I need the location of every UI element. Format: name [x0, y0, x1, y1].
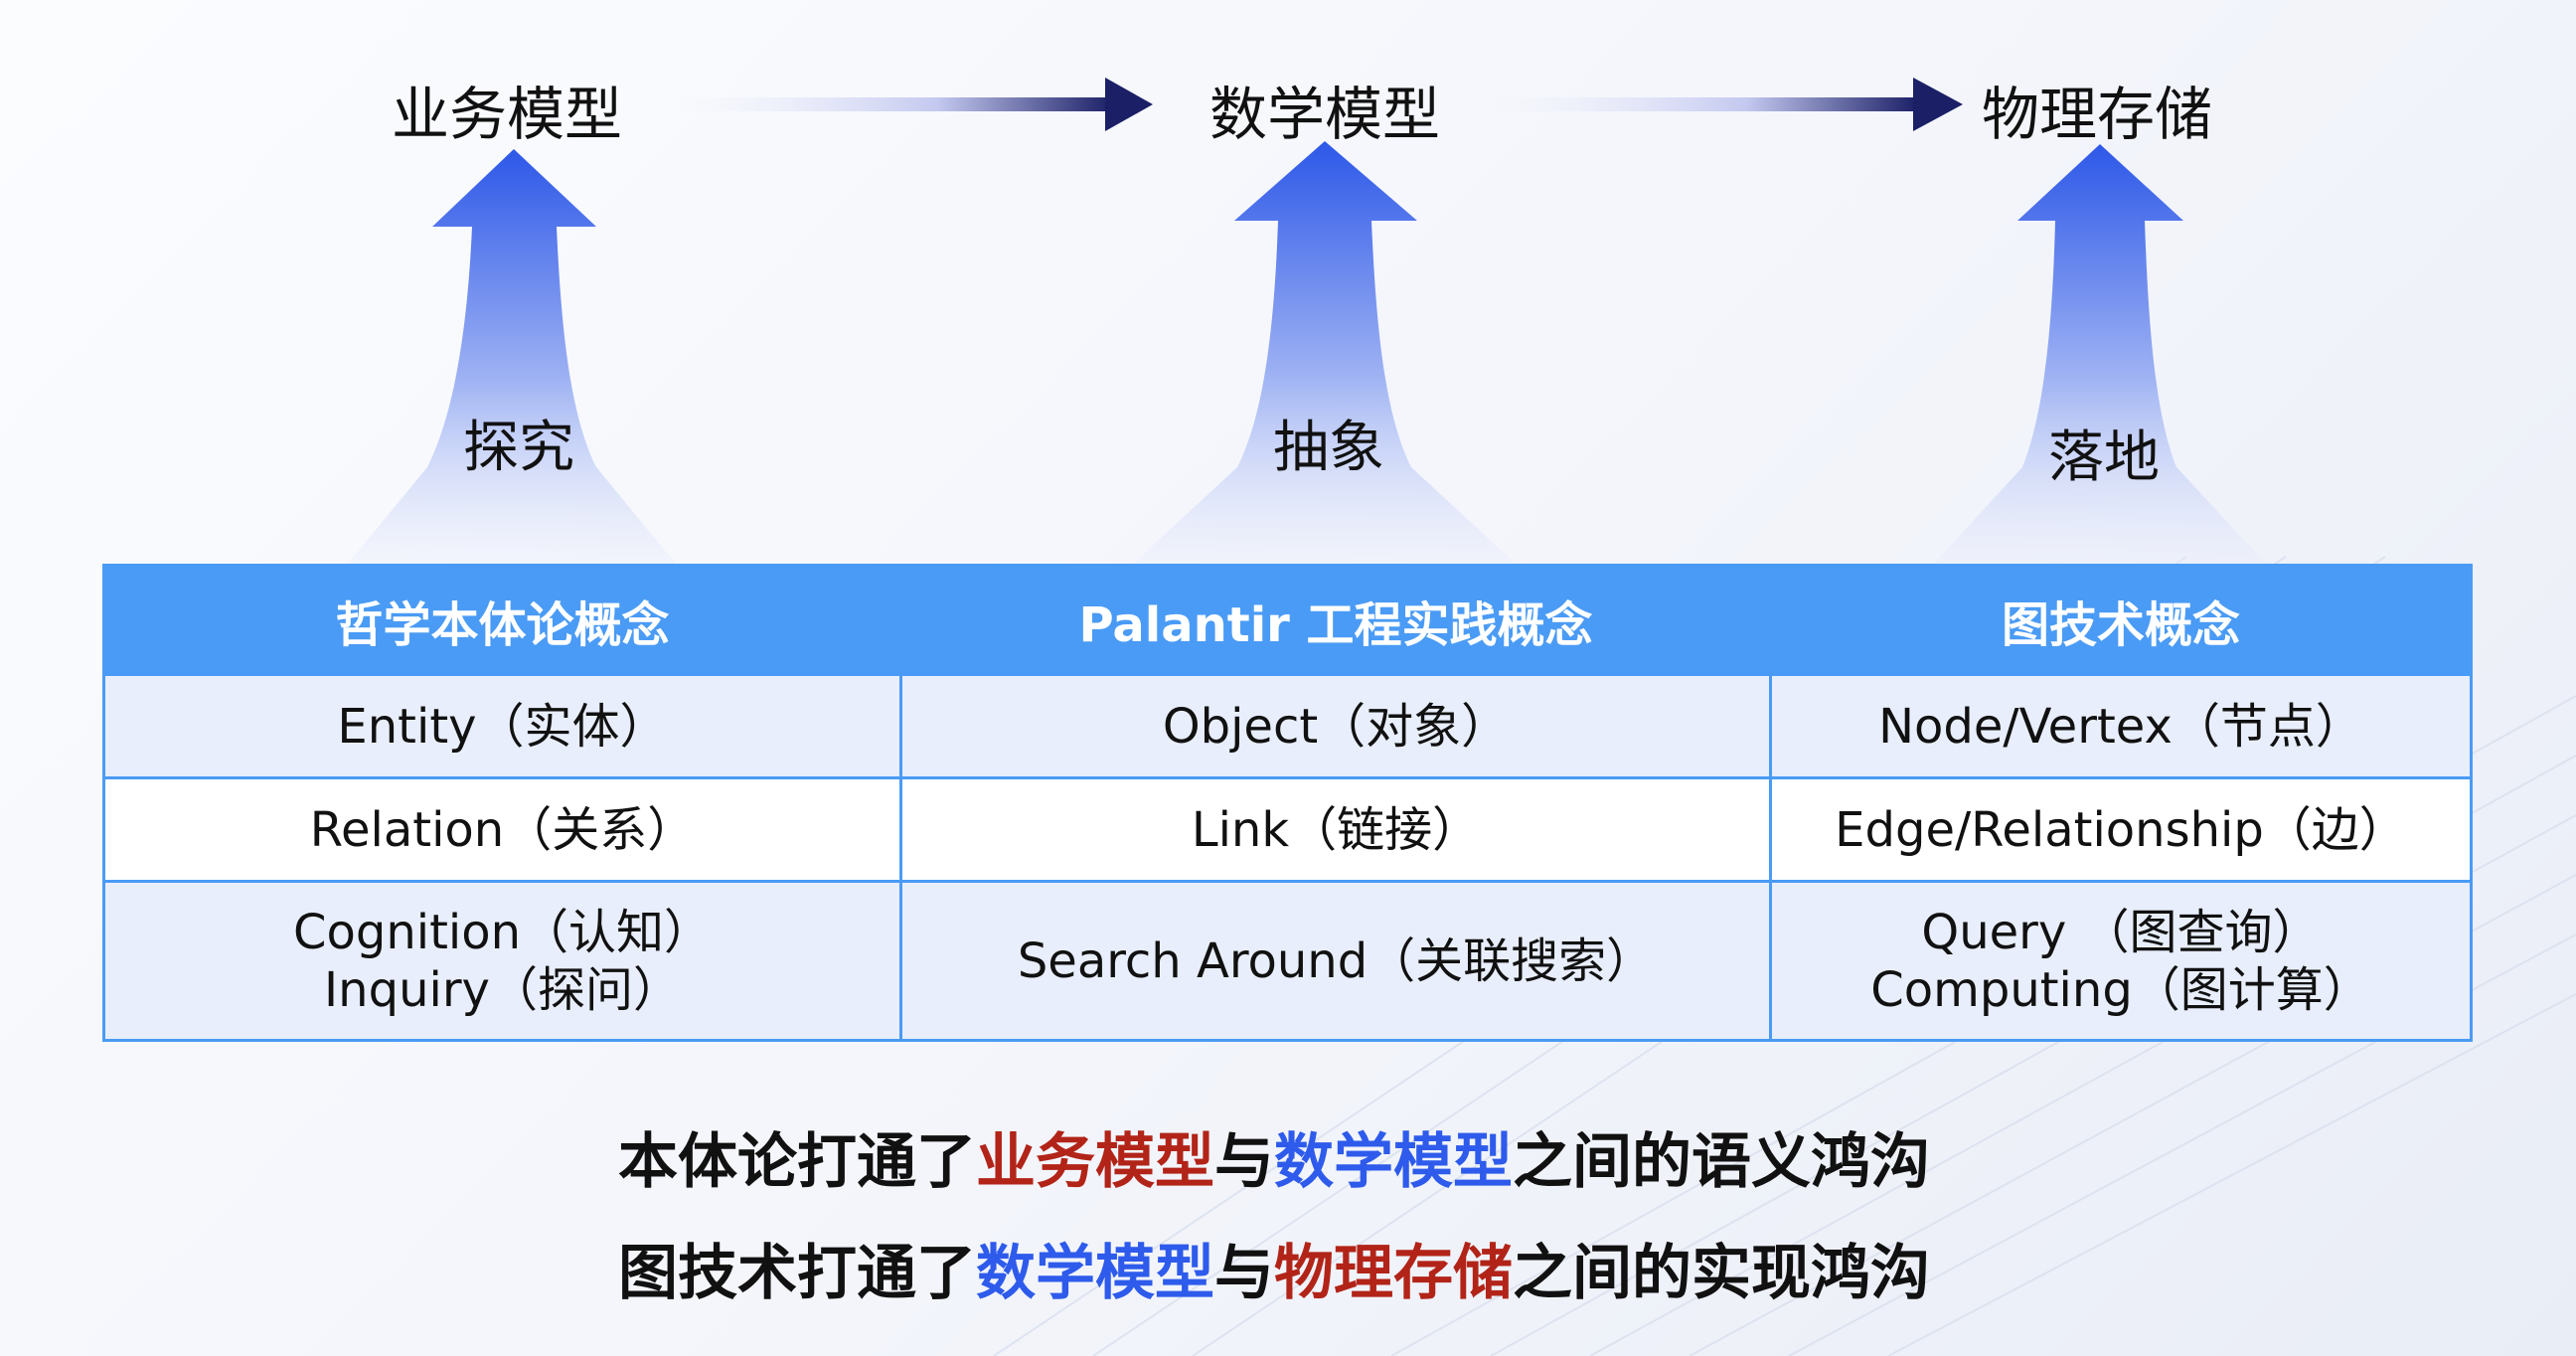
concept-table: 哲学本体论概念 Palantir 工程实践概念 图技术概念 Entity（实体）… [102, 564, 2473, 1042]
table-cell: Relation（关系） [102, 776, 902, 883]
flow-arrow-1 [676, 78, 1153, 131]
table-cell: Search Around（关联搜索） [899, 880, 1772, 1042]
cell-line: Inquiry（探问） [324, 961, 681, 1018]
stage-title-business-model: 业务模型 [391, 81, 623, 148]
stage-title-math-model: 数学模型 [1208, 81, 1441, 148]
table-cell: Link（链接） [899, 776, 1772, 883]
up-arrow-1 [348, 149, 676, 564]
table-row: Relation（关系） Link（链接） Edge/Relationship（… [102, 776, 2473, 883]
summary-line-1: 本体论打通了业务模型与数学模型之间的语义鸿沟 [618, 1127, 1930, 1197]
table-cell: Node/Vertex（节点） [1769, 673, 2473, 779]
table-row: Cognition（认知）Inquiry（探问） Search Around（关… [102, 880, 2473, 1042]
up-arrow-3 [1934, 144, 2266, 564]
header-philosophy: 哲学本体论概念 [102, 564, 902, 676]
header-palantir: Palantir 工程实践概念 [899, 564, 1772, 676]
cell-line: Search Around（关联搜索） [1017, 932, 1655, 989]
table-cell: Cognition（认知）Inquiry（探问） [102, 880, 902, 1042]
verb-explore: 探究 [463, 416, 574, 480]
verb-abstract: 抽象 [1273, 416, 1384, 480]
table-cell: Object（对象） [899, 673, 1772, 779]
cell-line: Cognition（认知） [292, 904, 713, 960]
flow-arrow-2 [1491, 78, 1963, 131]
table-cell: Entity（实体） [102, 673, 902, 779]
cell-line: Query （图查询） [1921, 904, 2321, 960]
table-row: Entity（实体） Object（对象） Node/Vertex（节点） [102, 673, 2473, 779]
header-graph: 图技术概念 [1769, 564, 2473, 676]
summary-line-2: 图技术打通了数学模型与物理存储之间的实现鸿沟 [618, 1239, 1930, 1308]
cell-line: Computing（图计算） [1870, 961, 2371, 1018]
up-arrow-2 [1133, 141, 1516, 564]
table-cell: Edge/Relationship（边） [1769, 776, 2473, 883]
table-cell: Query （图查询）Computing（图计算） [1769, 880, 2473, 1042]
verb-implement: 落地 [2048, 425, 2160, 490]
stage-title-physical-storage: 物理存储 [1981, 81, 2213, 148]
